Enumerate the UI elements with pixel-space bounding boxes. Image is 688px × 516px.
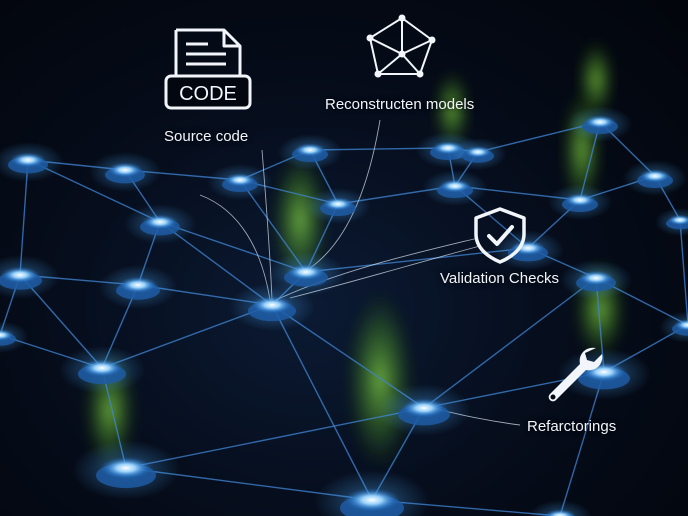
network-node <box>0 142 64 182</box>
network-edge <box>423 277 597 409</box>
network-node <box>228 283 316 331</box>
network-node <box>314 470 430 516</box>
code-file-icon: CODE <box>164 28 254 119</box>
network-node <box>124 204 196 244</box>
network-node <box>547 184 613 220</box>
network-edge <box>125 407 425 469</box>
label-source-code: Source code <box>164 128 249 145</box>
network-node <box>207 164 273 200</box>
network-node <box>449 138 507 170</box>
network-nodes <box>0 106 688 516</box>
network-node <box>492 230 564 270</box>
shield-check-icon <box>472 206 528 269</box>
svg-text:CODE: CODE <box>179 83 237 105</box>
network-node <box>654 208 688 236</box>
label-reconstructed-models: Reconstructen models <box>325 96 475 113</box>
smoke-plume <box>578 40 614 120</box>
network-node <box>622 160 688 196</box>
network-edge <box>271 304 373 501</box>
network-node <box>89 152 161 192</box>
network-node <box>422 170 488 206</box>
network-node <box>377 384 471 436</box>
network-node <box>560 260 632 300</box>
network-node <box>266 252 346 296</box>
network-node <box>98 265 178 309</box>
network-node <box>659 311 688 343</box>
network-node <box>0 255 60 299</box>
network-node <box>305 188 371 224</box>
network-node <box>527 500 593 516</box>
network-node <box>277 134 343 170</box>
smoke-plume <box>434 70 470 150</box>
label-refactorings: Refarctorings <box>527 418 617 435</box>
network-node <box>567 106 633 142</box>
network-edge <box>679 219 688 326</box>
network-node <box>72 440 180 500</box>
cube-model-icon <box>364 14 440 91</box>
label-validation-checks: Validation Checks <box>440 270 559 287</box>
wrench-icon <box>540 344 606 415</box>
network-node <box>0 321 29 353</box>
network-node <box>58 346 146 394</box>
